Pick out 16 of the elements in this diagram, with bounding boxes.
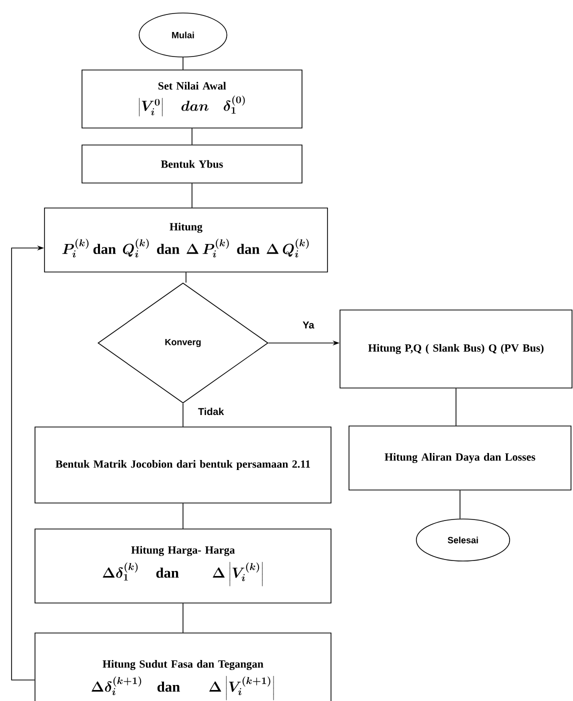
connector-line (182, 503, 184, 529)
process-box: Bentuk Matrik Jocobion dari bentuk persamaan 2.11 (34, 426, 332, 504)
connector-line (182, 603, 184, 633)
terminal-oval: Selesai (416, 518, 510, 562)
process-box: Hitung $P_i^{(k)}\,\mathrm{dan}\; Q_i^{(k)}\;\mathrm{dan}\;\Delta\, P_i^{(k)}\;\mathrm{dan}\;\Delta\, Q_i^{(k)}$ (44, 208, 328, 272)
process-box: Hitung P,Q ( Slank Bus) Q (PV Bus) (340, 310, 572, 388)
process-box: Hitung Harga- Harga $\Delta\delta_1^{(k)}\;\mathrm{dan}\;\;\Delta\left|V_i^{(k)}\right|$ (34, 528, 332, 604)
process-box: Set Nilai Awal $\left|V_i^{0}\right|\; dan\; \delta_1^{(0)}$ (82, 70, 302, 128)
connector-line (182, 403, 184, 427)
process-box: Hitung Aliran Daya dan Losses (348, 426, 572, 490)
edge-label: Tidak (197, 406, 225, 416)
process-box: Hitung Sudut Fasa dan Tegangan $\Delta\delta_i^{(k+1)}\;\mathrm{dan}\;\;\Delta\left|V_i^{(k+1)}\right|$ (34, 632, 332, 701)
edge-label: Ya (302, 320, 316, 330)
connector-line (182, 57, 184, 70)
terminal-oval: Mulai (138, 12, 228, 58)
process-box: Bentuk Ybus (82, 144, 302, 184)
